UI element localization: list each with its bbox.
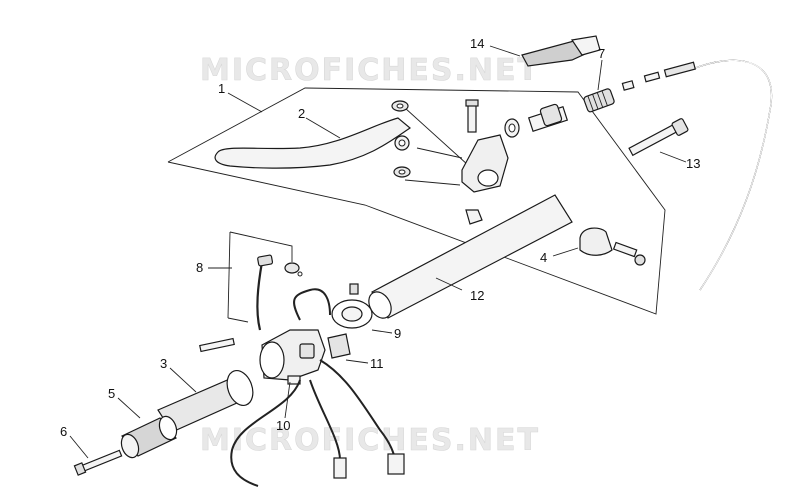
callout-6: 6 [60, 424, 67, 439]
leader-lines [69, 45, 687, 459]
bar-end-weight [120, 415, 178, 459]
throttle-cable-small [256, 254, 303, 331]
watermark-top: MICROFICHES.NET [200, 53, 540, 88]
switch-bracket [327, 333, 351, 359]
callout-3: 3 [160, 356, 167, 371]
mounting-bolt [628, 118, 689, 157]
throttle-pulley [331, 283, 373, 329]
callout-13: 13 [686, 156, 700, 171]
callout-11: 11 [370, 356, 384, 371]
throttle-cable [583, 59, 773, 291]
cable-boot [521, 35, 601, 67]
lever-bracket [461, 99, 509, 225]
callout-12: 12 [470, 288, 484, 303]
callout-2: 2 [298, 106, 305, 121]
callout-1: 1 [218, 81, 225, 96]
callout-5: 5 [108, 386, 115, 401]
pivot-washers [391, 100, 411, 178]
callout-9: 9 [394, 326, 401, 341]
callout-8: 8 [196, 260, 203, 275]
callout-10: 10 [276, 418, 290, 433]
handlebar-clamp [579, 227, 646, 266]
watermark-bottom: MICROFICHES.NET [200, 423, 540, 458]
housing-screw [199, 337, 235, 353]
handlebar-tube [368, 194, 573, 319]
callout-labels: 1 2 3 4 5 6 7 8 9 10 11 12 13 14 [60, 36, 700, 439]
assembly-outline-throttle [227, 231, 293, 323]
callout-4: 4 [540, 250, 547, 265]
callout-7: 7 [598, 46, 605, 61]
adjuster-screw [504, 103, 569, 138]
switch-wiring [230, 288, 405, 487]
assembly-outline-lever [167, 87, 666, 315]
callout-14: 14 [470, 36, 484, 51]
throttle-housing [259, 329, 326, 385]
bar-end-bolt [73, 449, 123, 476]
brake-lever [214, 117, 412, 169]
